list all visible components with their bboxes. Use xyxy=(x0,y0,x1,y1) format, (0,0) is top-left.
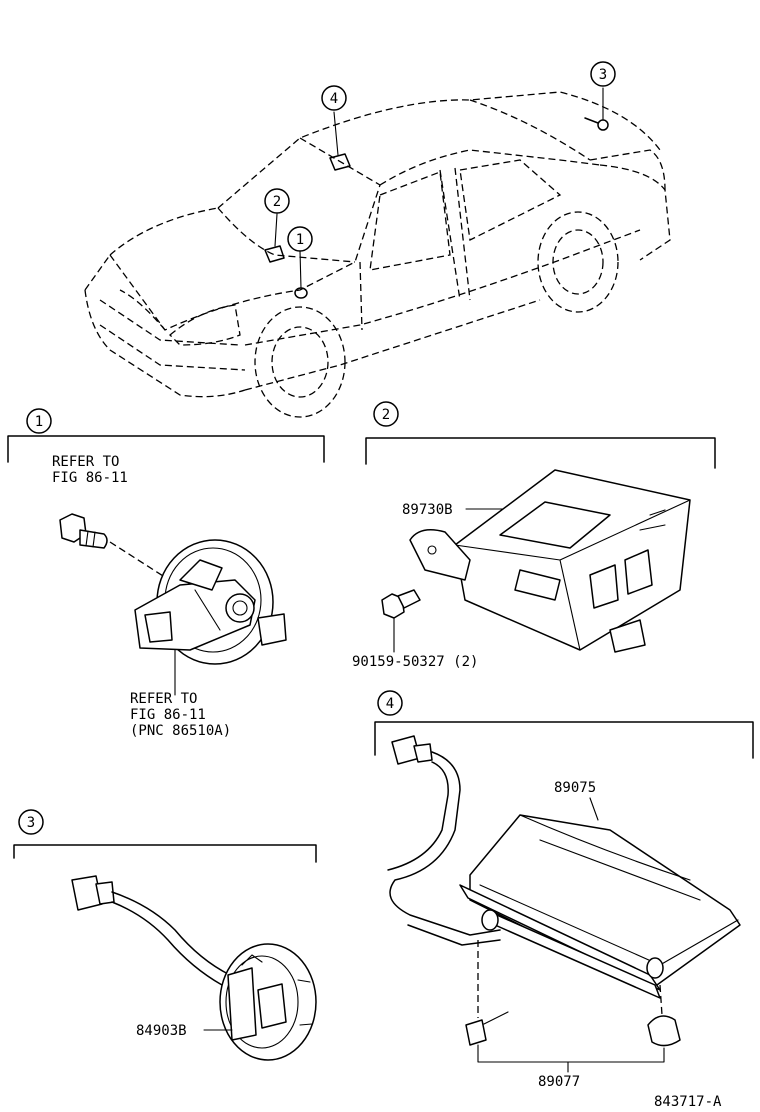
part-89730B-label: 89730B xyxy=(402,502,453,518)
callout-car-1: 1 xyxy=(287,226,313,252)
svg-text:1: 1 xyxy=(35,414,43,430)
section-1: 1 REFER TO FIG 86-11 REFER TO FIG 86-11 xyxy=(7,408,325,739)
section-2-marker: 2 xyxy=(373,401,399,427)
car-illustration xyxy=(84,87,671,418)
section-4: 4 89075 xyxy=(374,690,754,1090)
clock-spring-part xyxy=(71,875,317,1061)
section-2-bracket xyxy=(365,437,716,469)
part-90159-50327-label: 90159-50327 (2) xyxy=(352,654,478,670)
section-1-refer-bottom-line3: (PNC 86510A) xyxy=(130,723,231,739)
section-1-bracket xyxy=(7,435,325,463)
figure-code: 843717-A xyxy=(654,1094,722,1110)
section-4-marker: 4 xyxy=(377,690,403,716)
svg-text:4: 4 xyxy=(386,696,394,712)
section-1-refer-bottom-line2: FIG 86-11 xyxy=(130,707,206,723)
section-4-bracket xyxy=(374,721,754,759)
callout-car-3: 3 xyxy=(590,61,616,87)
callout-car-4: 4 xyxy=(321,85,347,111)
horn-assembly xyxy=(134,539,287,665)
section-1-refer-top-line2: FIG 86-11 xyxy=(52,470,128,486)
svg-text:4: 4 xyxy=(330,91,338,107)
bolt-90159-part xyxy=(381,589,421,619)
section-3: 3 84903B xyxy=(13,809,317,1061)
part-84903B-label: 84903B xyxy=(136,1023,187,1039)
section-2: 2 89730B 90159-50327 (2) xyxy=(352,401,716,670)
section-1-marker: 1 xyxy=(26,408,52,434)
svg-text:2: 2 xyxy=(273,194,281,210)
curtain-airbag-part xyxy=(387,735,741,999)
section-3-marker: 3 xyxy=(18,809,44,835)
section-3-bracket xyxy=(13,844,317,863)
airbag-sensor-module xyxy=(409,469,691,653)
svg-text:2: 2 xyxy=(382,407,390,423)
svg-text:3: 3 xyxy=(599,67,607,83)
bolt-part xyxy=(59,513,108,549)
section-1-refer-top-line1: REFER TO xyxy=(52,454,119,470)
clip-89077-part xyxy=(465,1011,681,1047)
part-89077-label: 89077 xyxy=(538,1074,580,1090)
callout-car-2: 2 xyxy=(264,188,290,214)
svg-text:1: 1 xyxy=(296,232,304,248)
svg-text:3: 3 xyxy=(27,815,35,831)
part-89075-label: 89075 xyxy=(554,780,596,796)
section-1-refer-bottom-line1: REFER TO xyxy=(130,691,197,707)
